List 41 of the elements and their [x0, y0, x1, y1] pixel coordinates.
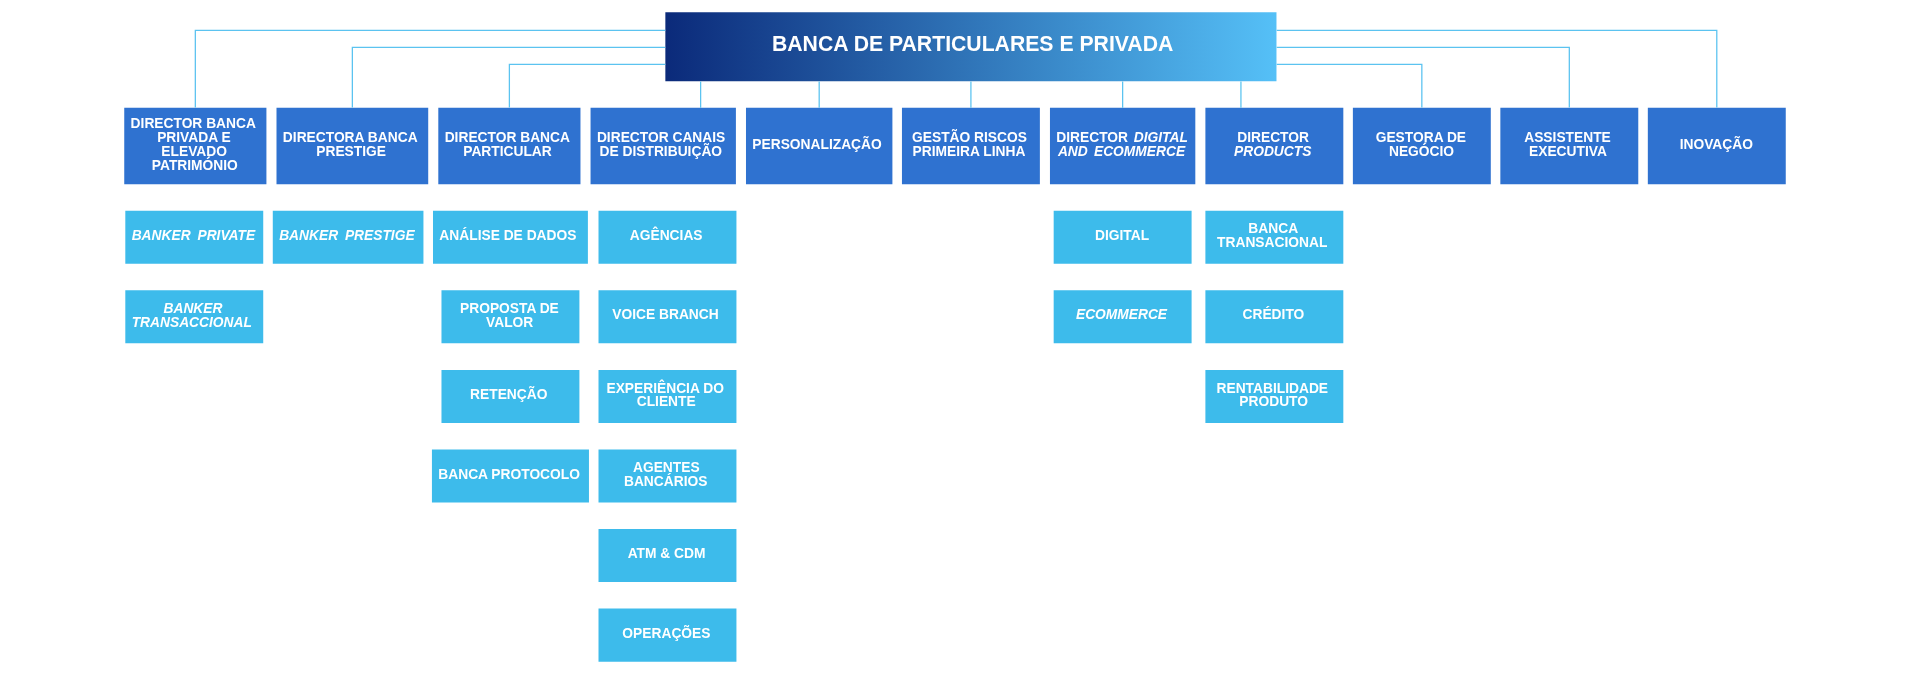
- node-box: BANKER TRANSACCIONAL: [125, 290, 264, 344]
- connector: [351, 46, 666, 109]
- connector: [970, 80, 972, 109]
- node-box: VOICE BRANCH: [598, 290, 737, 344]
- node-box: GESTORA DE NEGÓCIO: [1352, 107, 1491, 185]
- node-box: OPERAÇÕES: [598, 608, 737, 662]
- connector: [700, 80, 702, 109]
- node-box: BANKER PRESTIGE: [272, 210, 424, 264]
- node-box: PROPOSTA DE VALOR: [441, 290, 580, 344]
- node-box: DIRECTOR PRODUCTS: [1205, 107, 1344, 185]
- connector: [1240, 80, 1242, 109]
- node-box: DIRECTOR DIGITAL AND ECOMMERCE: [1049, 107, 1196, 185]
- node-box: BANCA PROTOCOLO: [431, 449, 589, 503]
- node-box: AGÊNCIAS: [598, 210, 737, 264]
- node-box: BANCA TRANSACIONAL: [1205, 210, 1344, 264]
- node-box: DIRECTOR BANCA PARTICULAR: [438, 107, 581, 185]
- node-box: ECOMMERCE: [1053, 290, 1192, 344]
- node-box: CRÉDITO: [1205, 290, 1344, 344]
- connector: [1276, 29, 1718, 109]
- node-box: AGENTES BANCÁRIOS: [598, 449, 737, 503]
- connector: [194, 29, 666, 109]
- node-box: ANÁLISE DE DADOS: [433, 210, 588, 264]
- node-box: EXPERIÊNCIA DO CLIENTE: [598, 369, 737, 423]
- node-box: BANCA DE PARTICULARES E PRIVADA: [665, 12, 1277, 82]
- node-box: BANKER PRIVATE: [125, 210, 264, 264]
- node-box: GESTÃO RISCOS PRIMEIRA LINHA: [901, 107, 1040, 185]
- node-box: DIGITAL: [1053, 210, 1192, 264]
- connector: [818, 80, 820, 109]
- connector: [508, 63, 666, 109]
- node-box: RENTABILIDADE PRODUTO: [1205, 369, 1344, 423]
- node-box: DIRECTORA BANCA PRESTIGE: [276, 107, 429, 185]
- node-box: DIRECTOR CANAIS DE DISTRIBUIÇÃO: [590, 107, 736, 185]
- connector: [1276, 63, 1423, 109]
- connector: [1276, 46, 1570, 109]
- node-box: PERSONALIZAÇÃO: [746, 107, 893, 185]
- node-box: RETENÇÃO: [441, 369, 580, 423]
- connector: [1122, 80, 1124, 109]
- node-box: INOVAÇÃO: [1647, 107, 1786, 185]
- node-box: ASSISTENTE EXECUTIVA: [1500, 107, 1639, 185]
- node-box: ATM & CDM: [598, 529, 737, 583]
- node-box: DIRECTOR BANCA PRIVADA E ELEVADO PATRIMÓNIO: [124, 107, 267, 185]
